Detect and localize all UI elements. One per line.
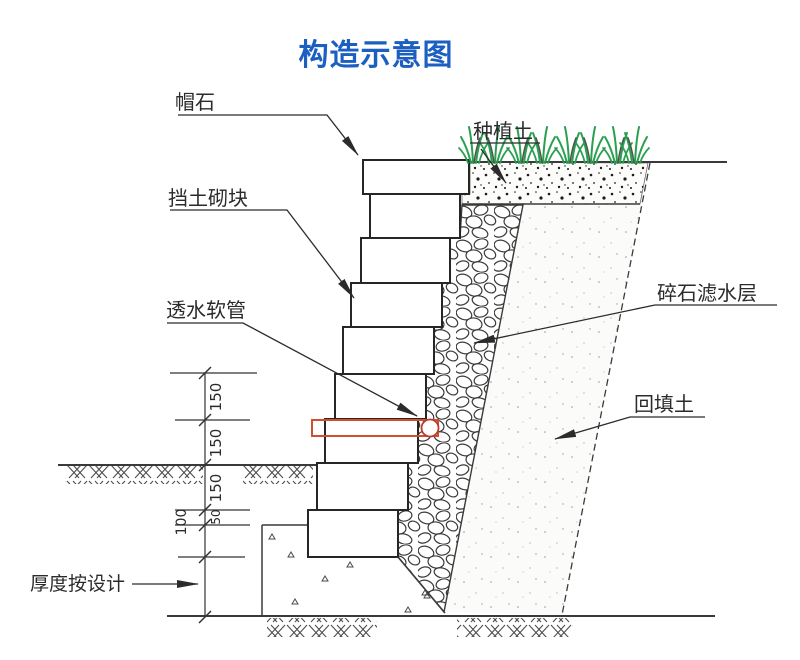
leader-retaining-block bbox=[170, 209, 355, 299]
dim-100: 100 bbox=[174, 509, 190, 536]
foundation bbox=[261, 524, 446, 615]
wall-block bbox=[360, 237, 451, 284]
label-gravel-filter: 碎石滤水层 bbox=[657, 281, 757, 305]
retaining-wall-blocks bbox=[307, 159, 470, 558]
label-planting-soil: 种植土 bbox=[473, 119, 533, 143]
label-cap-stone: 帽石 bbox=[175, 90, 215, 114]
cap-stone-block bbox=[362, 159, 470, 195]
leader-permeable-pipe bbox=[167, 322, 418, 417]
ground-hatch-marks bbox=[65, 466, 573, 637]
planting-soil-region bbox=[461, 161, 649, 205]
dimension-tick-slashes bbox=[198, 366, 212, 624]
leader-backfill bbox=[554, 416, 705, 440]
diagram-title: 构造示意图 bbox=[298, 38, 454, 73]
wall-block bbox=[350, 282, 443, 328]
pipe-outlet-circle bbox=[420, 418, 440, 438]
dimension-lines bbox=[170, 366, 257, 624]
leader-planting-soil bbox=[480, 148, 507, 184]
dim-50: 50 bbox=[209, 509, 223, 524]
wall-block bbox=[369, 193, 461, 239]
backfill-soil-region bbox=[445, 205, 641, 615]
callout-labels: 帽石 挡土砌块 透水软管 种植土 碎石滤水层 回填土 厚度按设计 bbox=[30, 90, 757, 595]
label-backfill: 回填土 bbox=[634, 392, 694, 416]
wall-block bbox=[324, 418, 419, 464]
wall-block bbox=[342, 326, 435, 375]
dim-150-a: 150 bbox=[207, 383, 225, 412]
leader-lines bbox=[132, 114, 777, 588]
permeable-pipe bbox=[311, 418, 440, 438]
leader-gravel-filter bbox=[473, 304, 777, 344]
label-retaining-block: 挡土砌块 bbox=[168, 186, 248, 210]
label-permeable-pipe: 透水软管 bbox=[166, 298, 246, 322]
wall-block bbox=[316, 462, 409, 511]
label-thickness: 厚度按设计 bbox=[30, 573, 125, 595]
leader-cap-stone bbox=[178, 114, 359, 156]
wall-block bbox=[307, 509, 399, 558]
dim-150-b: 150 bbox=[207, 429, 225, 458]
dimension-values: 150 150 150 50 100 bbox=[174, 383, 225, 536]
dim-150-c: 150 bbox=[207, 474, 225, 503]
